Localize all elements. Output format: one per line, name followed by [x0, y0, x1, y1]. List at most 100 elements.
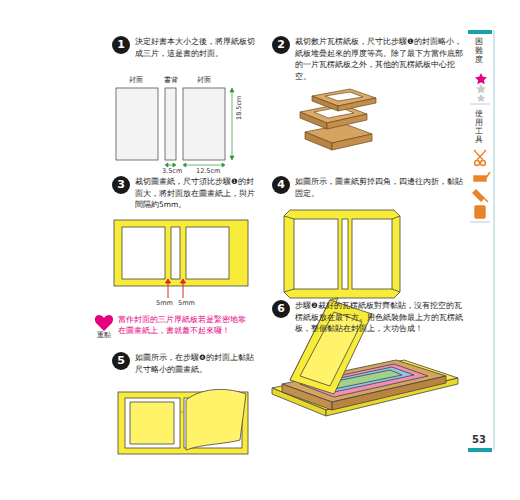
drawing-paper-part	[114, 220, 248, 286]
cardboard-covers-part	[165, 88, 176, 160]
step-number: 1	[112, 36, 130, 54]
corrugated-boards-part	[300, 112, 327, 129]
tip-heart-part	[95, 315, 113, 331]
tool-icons-part	[484, 198, 488, 202]
inner-paper-part	[186, 389, 246, 450]
folded-paper-part	[284, 216, 294, 219]
step-number: 4	[272, 176, 290, 194]
drawing-paper-part	[186, 227, 229, 279]
page-number: 53	[472, 434, 486, 446]
tool-icons-part	[473, 190, 484, 201]
sidebar-part	[470, 222, 490, 223]
step-block: 1 決定好書本大小之後，將厚紙板切成三片，這是書的封面。	[112, 36, 257, 62]
folded-paper-part	[352, 219, 392, 289]
folded-paper-part	[284, 289, 294, 292]
dimension-lines-part	[232, 90, 233, 158]
dimension: 5mm	[156, 300, 173, 308]
part-name: 書背	[164, 77, 178, 85]
tip-heart	[95, 315, 113, 331]
step-block: 2 裁切數片瓦楞紙板，尺寸比步驟❶的封面略小，紙板堆疊起來的厚度等高。除了最下方當…	[272, 36, 463, 85]
step-block: 3 裁切圖畫紙，尺寸須比步驟❶的封面大，將封面放在圖畫紙上，與片間隔約5mm。	[112, 176, 257, 213]
part-name: 封面	[129, 77, 143, 85]
tool-icons-part	[481, 161, 486, 166]
sidebar-part	[468, 30, 492, 34]
inner-paper-part	[180, 412, 184, 413]
finished-book-part	[332, 376, 446, 410]
dimension-lines-part	[165, 163, 168, 167]
folded-paper-part	[392, 289, 400, 292]
dimension-lines	[165, 88, 234, 167]
tool-icons-part	[474, 150, 483, 160]
inner-paper-part	[130, 402, 174, 444]
folded-paper-part	[284, 210, 400, 298]
inner-paper	[118, 389, 248, 454]
dimension-lines-part	[230, 88, 234, 92]
tool-icons-part	[474, 176, 486, 181]
drawing-paper-part	[122, 227, 165, 279]
step-number: 2	[272, 36, 290, 54]
dimension-lines-part	[222, 163, 225, 167]
corrugated-boards-part	[325, 92, 363, 101]
corrugated-boards-part	[327, 114, 367, 129]
drawing-paper	[114, 220, 248, 286]
tool-icons	[473, 150, 490, 218]
sidebar-part	[468, 448, 492, 452]
tool-icons-part	[475, 161, 480, 166]
dimension: 5mm	[178, 300, 195, 308]
sidebar-part	[494, 30, 495, 450]
corrugated-boards-part	[332, 134, 372, 150]
cardboard-covers-part	[183, 88, 225, 160]
tip-mark: 重點	[97, 332, 111, 340]
folded-paper-part	[342, 219, 348, 289]
part-name: 封面	[197, 77, 211, 85]
folded-paper-part	[294, 219, 338, 289]
tool-icons-part	[475, 206, 485, 218]
sidebar-heading: 困難度	[475, 38, 483, 64]
dimension-lines-part	[183, 163, 186, 167]
step-number: 6	[272, 300, 290, 318]
tip-note: 當作封面的三片厚紙板若是緊密地靠在圖畫紙上，書就蓋不起來囉！	[118, 314, 246, 337]
folded-paper-part	[392, 216, 400, 219]
step-instruction: 如圖所示，在步驟❹的封面上黏貼尺寸略小的圖畫紙。	[135, 352, 257, 375]
cardboard-covers	[116, 88, 225, 160]
dimension: 12.5cm	[196, 168, 220, 176]
step-instruction: 裁切圖畫紙，尺寸須比步驟❶的封面大，將封面放在圖畫紙上，與片間隔約5mm。	[135, 176, 257, 211]
sidebar	[468, 30, 494, 452]
difficulty-stars-part	[475, 73, 487, 84]
step-number: 5	[112, 352, 130, 370]
inner-paper-part	[125, 398, 180, 448]
difficulty-stars-part	[477, 94, 486, 102]
step-instruction: 決定好書本大小之後，將厚紙板切成三片，這是書的封面。	[135, 36, 257, 59]
finished-book-part	[300, 312, 362, 386]
step-number: 3	[112, 176, 130, 194]
cardboard-covers-part	[116, 88, 158, 160]
sidebar-part	[470, 104, 490, 105]
gap-arrows-part	[168, 282, 169, 298]
step-instruction: 步驟❷裁好的瓦楞紙板對齊黏貼，沒有挖空的瓦楞紙板放在最下方。用色紙裝飾最上方的瓦…	[295, 300, 463, 335]
gap-arrows-part	[183, 282, 184, 298]
drawing-paper-part	[171, 227, 180, 279]
tool-icons-part	[486, 172, 490, 178]
step-block: 4 如圖所示，圖畫紙剪掉四角，四邊往內折，黏貼固定。	[272, 176, 463, 202]
difficulty-stars	[475, 73, 487, 102]
gap-arrows	[166, 279, 186, 298]
dimension-lines-part	[184, 165, 224, 166]
corrugated-boards-part	[338, 98, 376, 111]
dimension: 18.5cm	[236, 96, 244, 120]
folded-paper	[284, 210, 400, 298]
step-block: 6 步驟❷裁好的瓦楞紙板對齊黏貼，沒有挖空的瓦楞紙板放在最下方。用色紙裝飾最上方的…	[272, 300, 463, 337]
step-instruction: 如圖所示，圖畫紙剪掉四角，四邊往內折，黏貼固定。	[295, 176, 463, 199]
step-block: 5 如圖所示，在步驟❹的封面上黏貼尺寸略小的圖畫紙。	[112, 352, 257, 378]
corrugated-boards-part	[305, 132, 332, 150]
corrugated-boards-part	[312, 96, 338, 111]
step-instruction: 裁切數片瓦楞紙板，尺寸比步驟❶的封面略小，紙板堆疊起來的厚度等高。除了最下方當作…	[295, 36, 463, 83]
gap-arrows-part	[181, 279, 186, 283]
dimension-lines-part	[173, 163, 176, 167]
dimension: 3.5cm	[162, 168, 182, 176]
corrugated-boards	[300, 89, 376, 150]
difficulty-stars-part	[476, 84, 486, 93]
sidebar-heading: 使用工具	[475, 110, 483, 145]
dimension-lines-part	[230, 156, 234, 160]
